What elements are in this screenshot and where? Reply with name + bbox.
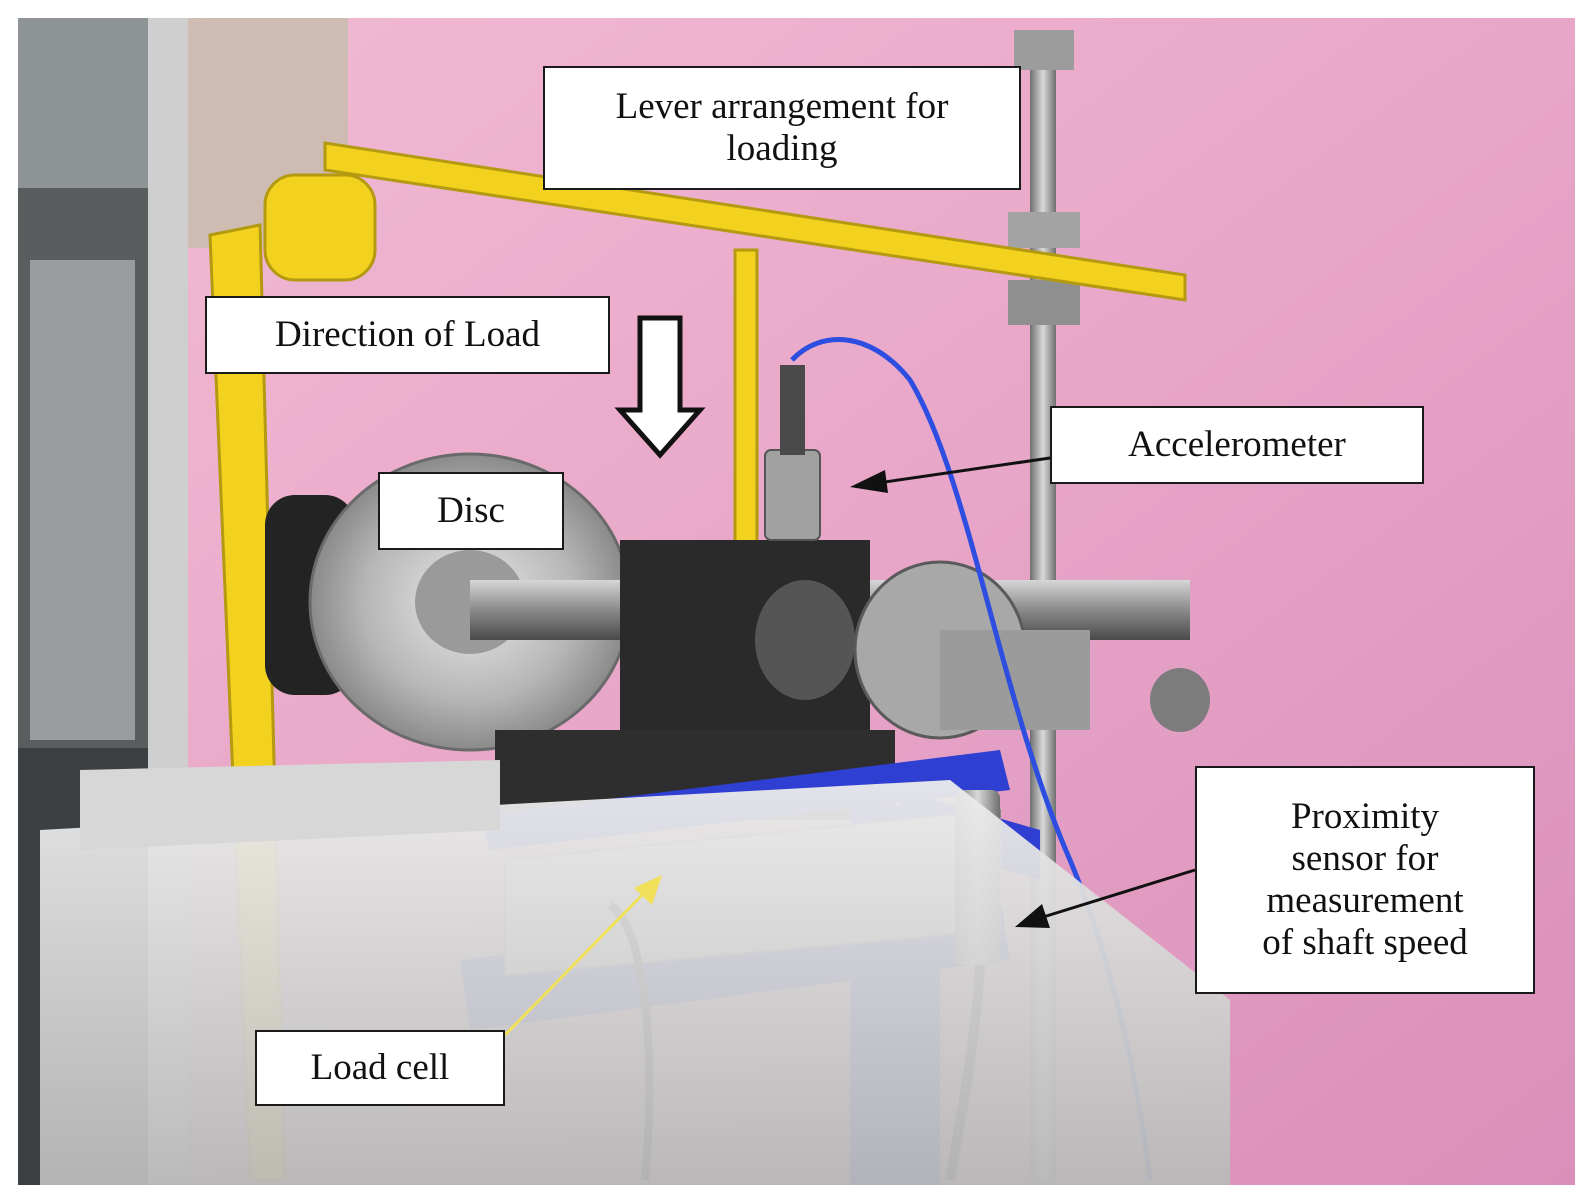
label-proximity-line-3: measurement bbox=[1266, 880, 1464, 921]
accelerometer-pointer bbox=[850, 456, 1051, 493]
label-proximity-line-1: Proximity bbox=[1290, 796, 1440, 837]
proximity-pointer bbox=[1015, 868, 1196, 928]
label-direction-text: Direction of Load bbox=[274, 314, 541, 355]
load-direction-arrow bbox=[614, 315, 706, 459]
label-direction-of-load: Direction of Load bbox=[205, 296, 610, 374]
label-load-cell-text: Load cell bbox=[310, 1047, 450, 1088]
label-accelerometer-text: Accelerometer bbox=[1128, 424, 1346, 465]
label-lever-line-2: loading bbox=[726, 128, 838, 169]
pulley bbox=[853, 560, 1090, 740]
label-accelerometer: Accelerometer bbox=[1050, 406, 1424, 484]
accelerometer-sensor bbox=[764, 365, 821, 541]
load-cell-pointer bbox=[503, 875, 662, 1037]
label-disc: Disc bbox=[378, 472, 564, 550]
label-proximity-line-2: sensor for bbox=[1291, 838, 1439, 879]
label-lever-line-1: Lever arrangement for bbox=[615, 86, 949, 127]
label-proximity-line-4: of shaft speed bbox=[1262, 922, 1468, 963]
label-load-cell: Load cell bbox=[255, 1030, 505, 1106]
label-disc-text: Disc bbox=[437, 490, 505, 531]
label-proximity-sensor: Proximity sensor for measurement of shaf… bbox=[1195, 766, 1535, 994]
label-lever-arrangement: Lever arrangement for loading bbox=[543, 66, 1021, 190]
